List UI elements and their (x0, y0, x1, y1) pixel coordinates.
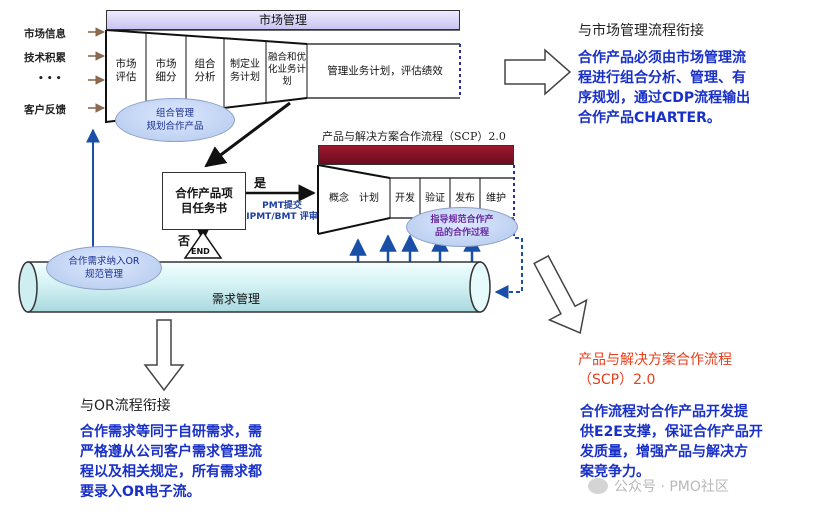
right-top-line3: 序规划，通过CDP流程输出 (578, 90, 751, 106)
scp-step-plan: 计划 (359, 192, 379, 204)
scp-funnel (317, 164, 515, 235)
right-bottom-line1: 合作流程对合作产品开发提 (580, 404, 748, 420)
left-bottom-line2: 严格遵从公司客户需求管理流 (80, 444, 262, 460)
step-market-evaluation: 市场 评估 (115, 58, 137, 83)
input-arrows (88, 27, 105, 113)
demand-ellipse: 合作需求纳入OR 规范管理 (46, 246, 162, 290)
scp-step-verify: 验证 (425, 192, 445, 204)
left-bottom-line4: 要录入OR电子流。 (80, 484, 201, 500)
task-book-box: 合作产品项 目任务书 (162, 172, 246, 230)
left-bottom-paragraph: 合作需求等同于自研需求，需 严格遵从公司客户需求管理流 程以及相关规定，所有需求… (80, 422, 340, 502)
input-tech-accumulation: 技术积累 (24, 52, 66, 64)
wechat-icon (588, 478, 608, 494)
watermark: 公众号 · PMO社区 (588, 472, 812, 500)
end-label: END (191, 247, 210, 256)
watermark-text: 公众号 · PMO社区 (614, 479, 729, 495)
demand-ellipse-line1: 合作需求纳入OR (68, 256, 140, 267)
pmt-note-line1: PMT提交 (262, 201, 302, 211)
scp-step-maintain: 维护 (486, 192, 506, 204)
scp-ellipse-line2: 品的合作过程 (434, 228, 489, 238)
scp-step-develop: 开发 (395, 192, 415, 204)
pmt-note-line2: IPMT/BMT 评审 (246, 212, 318, 222)
no-label: 否 (178, 234, 191, 248)
hollow-arrow-down-left (143, 319, 185, 392)
right-bottom-heading: 产品与解决方案合作流程 （SCP）2.0 (578, 350, 732, 390)
hollow-arrow-down-right (533, 254, 588, 335)
step-manage-plan: 管理业务计划，评估绩效 (327, 64, 443, 77)
right-top-line1: 合作产品必须由市场管理流 (578, 50, 746, 66)
step-market-segmentation: 市场 细分 (155, 58, 177, 83)
end-triangle (183, 230, 223, 259)
market-funnel (105, 29, 461, 124)
yes-label: 是 (254, 176, 267, 190)
scp-ellipse: 指导规范合作产 品的合作过程 (406, 207, 518, 247)
right-bottom-paragraph: 合作流程对合作产品开发提 供E2E支撑，保证合作产品开 发质量，增强产品与解决方… (580, 402, 812, 482)
hollow-arrow-right (504, 48, 572, 96)
scp-title: 产品与解决方案合作流程（SCP）2.0 (322, 130, 506, 143)
right-bottom-line4: 案竞争力。 (580, 464, 650, 480)
right-top-line4: 合作产品CHARTER。 (578, 110, 721, 126)
demand-ellipse-line2: 规范管理 (84, 269, 123, 280)
demand-mgmt-label: 需求管理 (212, 292, 261, 306)
step-portfolio-analysis: 组合 分析 (194, 58, 216, 83)
scp-ellipse-line1: 指导规范合作产 (430, 215, 494, 225)
right-bottom-line3: 发质量，增强产品与解决方 (580, 444, 748, 460)
right-top-heading: 与市场管理流程衔接 (578, 23, 704, 39)
right-bottom-heading-line1: 产品与解决方案合作流程 (578, 352, 732, 368)
market-mgmt-header: 市场管理 (106, 10, 460, 30)
portfolio-ellipse-line1: 组合管理 (155, 108, 194, 119)
left-bottom-line3: 程以及相关规定，所有需求都 (80, 464, 262, 480)
pmt-note: PMT提交 IPMT/BMT 评审 (240, 201, 324, 223)
left-bottom-heading: 与OR流程衔接 (80, 398, 171, 414)
right-top-line2: 程进行组合分析、管理、有 (578, 70, 746, 86)
scp-header (318, 145, 514, 165)
portfolio-ellipse-line2: 规划合作产品 (146, 121, 204, 132)
portfolio-ellipse: 组合管理 规划合作产品 (115, 98, 235, 142)
step-optimize-plan: 融合和优 化业务计 划 (267, 52, 306, 87)
scp-step-release: 发布 (455, 192, 475, 204)
right-bottom-line2: 供E2E支撑，保证合作产品开 (580, 424, 763, 440)
input-market-info: 市场信息 (24, 28, 66, 40)
scp-step-concept: 概念 (329, 192, 349, 204)
right-bottom-heading-line2: （SCP）2.0 (578, 372, 656, 388)
right-top-paragraph: 合作产品必须由市场管理流 程进行组合分析、管理、有 序规划，通过CDP流程输出 … (578, 48, 818, 128)
input-customer-feedback: 客户反馈 (24, 104, 66, 116)
left-bottom-line1: 合作需求等同于自研需求，需 (80, 424, 262, 440)
step-business-plan: 制定业 务计划 (230, 59, 260, 83)
input-ellipsis: • • • (38, 74, 62, 84)
